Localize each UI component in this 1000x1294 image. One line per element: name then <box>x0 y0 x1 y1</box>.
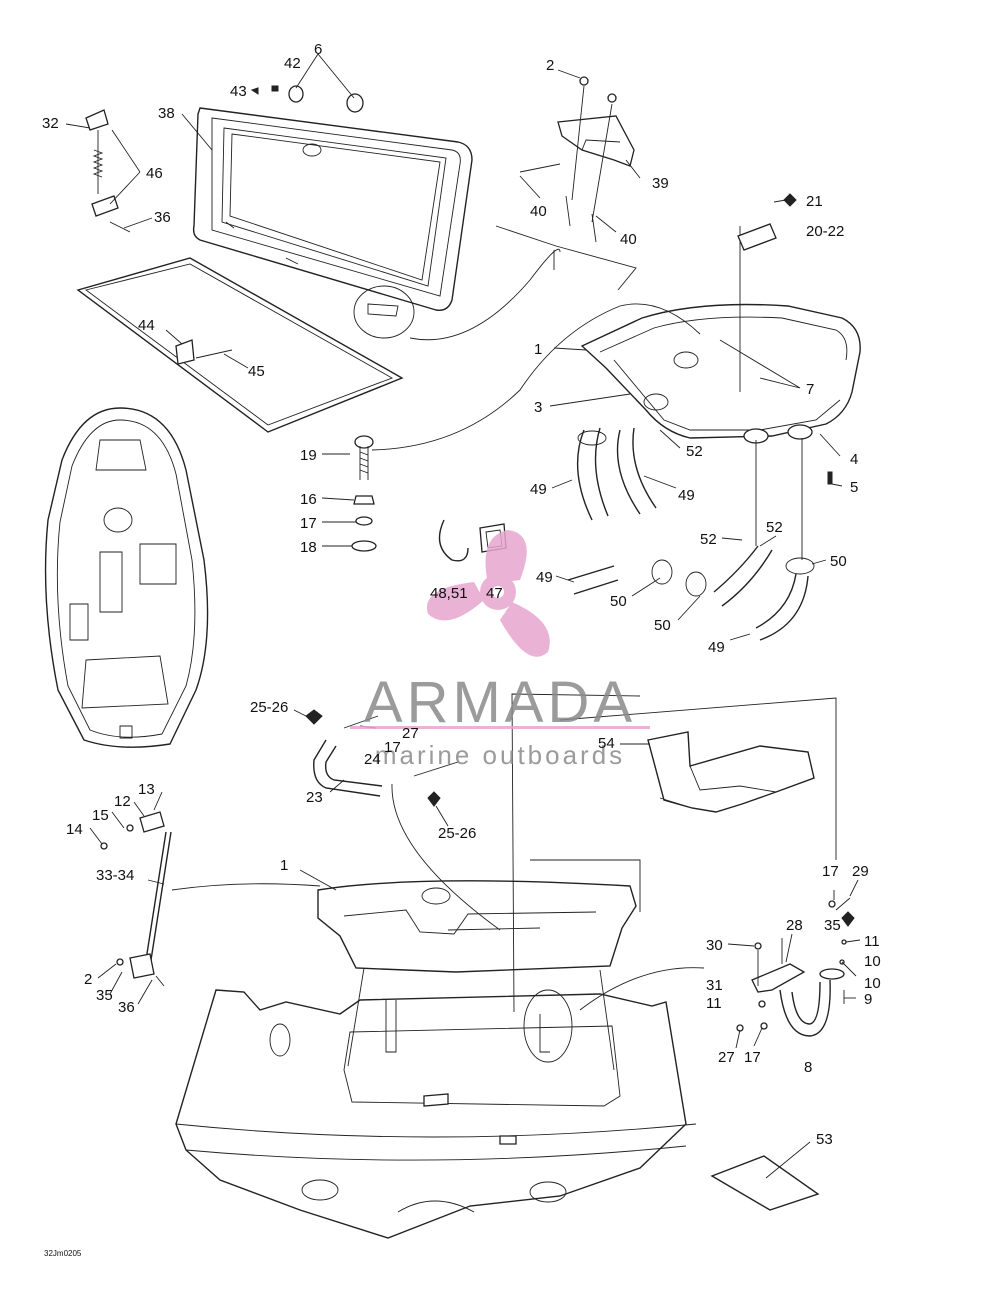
callout-7: 7 <box>806 381 814 398</box>
callout-36: 36 <box>154 209 171 226</box>
hull-rear-view <box>175 880 697 1239</box>
callout-leaders <box>65 53 861 1179</box>
callout-17: 17 <box>300 515 317 532</box>
hull-top-view <box>44 407 209 748</box>
watermark-brand: ARMADA <box>364 670 636 735</box>
callout-10: 10 <box>864 953 881 970</box>
spring-hinge-assembly <box>85 109 131 233</box>
callout-43: 43 <box>230 83 247 100</box>
callout-52: 52 <box>700 531 717 548</box>
watermark-tagline: marine outboards <box>375 740 625 770</box>
callout-49: 49 <box>678 487 695 504</box>
callout-19: 19 <box>300 447 317 464</box>
callout-35: 35 <box>824 917 841 934</box>
callout-9: 9 <box>864 991 872 1008</box>
callout-39: 39 <box>652 175 669 192</box>
callout-50: 50 <box>610 593 627 610</box>
callout-20-22: 20-22 <box>806 223 844 240</box>
callout-17: 17 <box>744 1049 761 1066</box>
callout-16: 16 <box>300 491 317 508</box>
callout-11: 11 <box>706 995 722 1012</box>
bracket-54 <box>647 731 815 813</box>
callout-54: 54 <box>598 735 615 752</box>
callout-50: 50 <box>830 553 847 570</box>
callout-23: 23 <box>306 789 323 806</box>
callout-1: 1 <box>280 857 288 874</box>
callout-40: 40 <box>530 203 547 220</box>
hose-49 <box>567 427 809 641</box>
gas-strut-33-34 <box>100 811 172 987</box>
callout-49: 49 <box>536 569 553 586</box>
callout-21: 21 <box>806 193 823 210</box>
callout-48-51: 48,51 <box>430 585 468 602</box>
callout-27: 27 <box>402 725 419 742</box>
callout-47: 47 <box>486 585 503 602</box>
callout-6: 6 <box>314 41 322 58</box>
propeller-logo <box>426 530 550 657</box>
callout-25-26: 25-26 <box>438 825 476 842</box>
callout-50: 50 <box>654 617 671 634</box>
callout-14: 14 <box>66 821 83 838</box>
armada-watermark: ARMADA marine outboards <box>350 530 650 770</box>
callout-2: 2 <box>546 57 554 74</box>
callout-36: 36 <box>118 999 135 1016</box>
callout-12: 12 <box>114 793 131 810</box>
callout-49: 49 <box>530 481 547 498</box>
hose-clamp-50 <box>577 430 815 597</box>
bracket-assembly-39 <box>495 76 637 291</box>
callout-29: 29 <box>852 863 869 880</box>
callout-8: 8 <box>804 1059 812 1076</box>
connection-lines <box>171 248 837 1013</box>
grab-handle-23 <box>305 709 459 807</box>
hatch-cover-assembly <box>76 85 473 433</box>
callout-10: 10 <box>864 975 881 992</box>
callout-52: 52 <box>686 443 703 460</box>
callout-3: 3 <box>534 399 542 416</box>
callout-53: 53 <box>816 1131 833 1148</box>
callout-49: 49 <box>708 639 725 656</box>
callout-44: 44 <box>138 317 155 334</box>
callout-40: 40 <box>620 231 637 248</box>
callout-28: 28 <box>786 917 803 934</box>
callout-32: 32 <box>42 115 59 132</box>
callout-35: 35 <box>96 987 113 1004</box>
callout-18: 18 <box>300 539 317 556</box>
mat-53 <box>710 1155 820 1211</box>
callout-11: 11 <box>864 933 880 950</box>
drawing-code: 32Jm0205 <box>44 1249 82 1258</box>
callout-15: 15 <box>92 807 109 824</box>
callout-24: 24 <box>364 751 381 768</box>
callout-2: 2 <box>84 971 92 988</box>
callout-30: 30 <box>706 937 723 954</box>
callout-45: 45 <box>248 363 265 380</box>
callout-13: 13 <box>138 781 155 798</box>
fastener-stack <box>351 435 377 552</box>
callout-38: 38 <box>158 105 175 122</box>
callout-31: 31 <box>706 977 723 994</box>
callout-5: 5 <box>850 479 858 496</box>
callout-27: 27 <box>718 1049 735 1066</box>
callout-52: 52 <box>766 519 783 536</box>
hinge-clip-6 <box>288 85 364 113</box>
callout-4: 4 <box>850 451 858 468</box>
tow-handle-8 <box>736 897 855 1037</box>
callout-1: 1 <box>534 341 542 358</box>
storage-bin-assembly <box>567 193 861 641</box>
part-callout-labels: 1 1 2 2 3 4 5 6 7 8 9 10 10 11 11 12 13 … <box>42 41 881 1258</box>
callout-25-26: 25-26 <box>250 699 288 716</box>
callout-17: 17 <box>384 739 401 756</box>
callout-46: 46 <box>146 165 163 182</box>
callout-33-34: 33-34 <box>96 867 134 884</box>
callout-42: 42 <box>284 55 301 72</box>
callout-17: 17 <box>822 863 839 880</box>
